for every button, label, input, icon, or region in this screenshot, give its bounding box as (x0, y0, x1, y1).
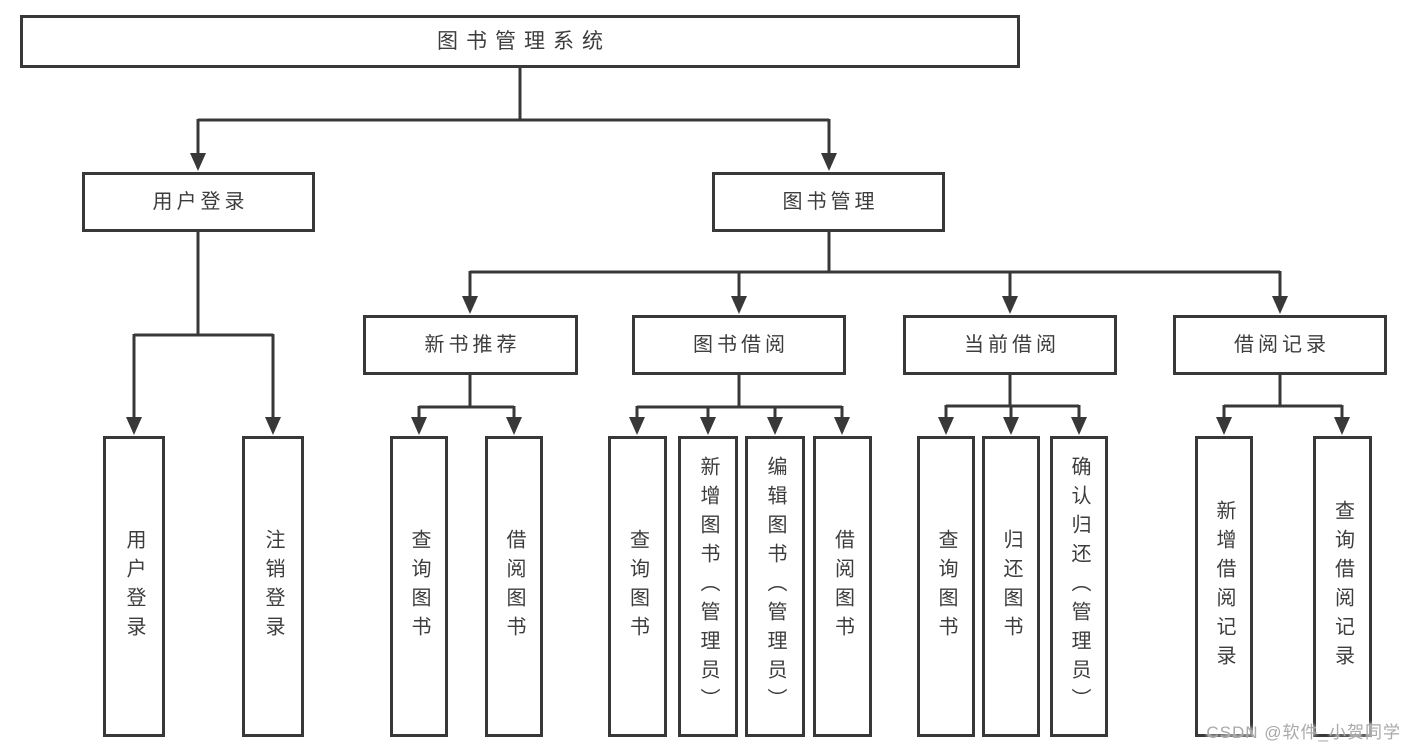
node-root-system: 图书管理系统 (20, 15, 1020, 68)
connector-user-login-to-leaves (126, 231, 281, 435)
leaf-query-borrow-record: 查询借阅记录 (1313, 436, 1372, 737)
connector-current-borrow-to-leaves (938, 374, 1087, 435)
node-user-login: 用户登录 (82, 172, 315, 232)
connector-book-borrow-to-leaves (629, 374, 850, 435)
leaf-return-books: 归还图书 (982, 436, 1040, 737)
node-new-book-recommend: 新书推荐 (363, 315, 578, 375)
leaf-recommend-borrow-books: 借阅图书 (485, 436, 543, 737)
node-book-management: 图书管理 (712, 172, 945, 232)
leaf-add-borrow-record: 新增借阅记录 (1195, 436, 1253, 737)
connector-new-book-recommend-to-leaves (411, 374, 522, 435)
leaf-recommend-query-books: 查询图书 (390, 436, 448, 737)
leaf-add-books-admin: 新增图书（管理员） (678, 436, 738, 737)
connector-root-to-level2 (190, 68, 837, 171)
node-book-borrow: 图书借阅 (632, 315, 846, 375)
leaf-confirm-return-admin: 确认归还（管理员） (1050, 436, 1108, 737)
node-borrow-records: 借阅记录 (1173, 315, 1387, 375)
leaf-logout: 注销登录 (242, 436, 304, 737)
node-current-borrow: 当前借阅 (903, 315, 1117, 375)
leaf-edit-books-admin: 编辑图书（管理员） (745, 436, 805, 737)
leaf-current-query-books: 查询图书 (917, 436, 975, 737)
leaf-user-login: 用户登录 (103, 436, 165, 737)
leaf-borrow-query-books: 查询图书 (608, 436, 667, 737)
watermark: CSDN @软件_小贺同学 (1206, 723, 1401, 742)
connector-borrow-records-to-leaves (1216, 374, 1350, 435)
connector-book-management-to-level3 (462, 231, 1288, 314)
leaf-borrow-books: 借阅图书 (813, 436, 872, 737)
